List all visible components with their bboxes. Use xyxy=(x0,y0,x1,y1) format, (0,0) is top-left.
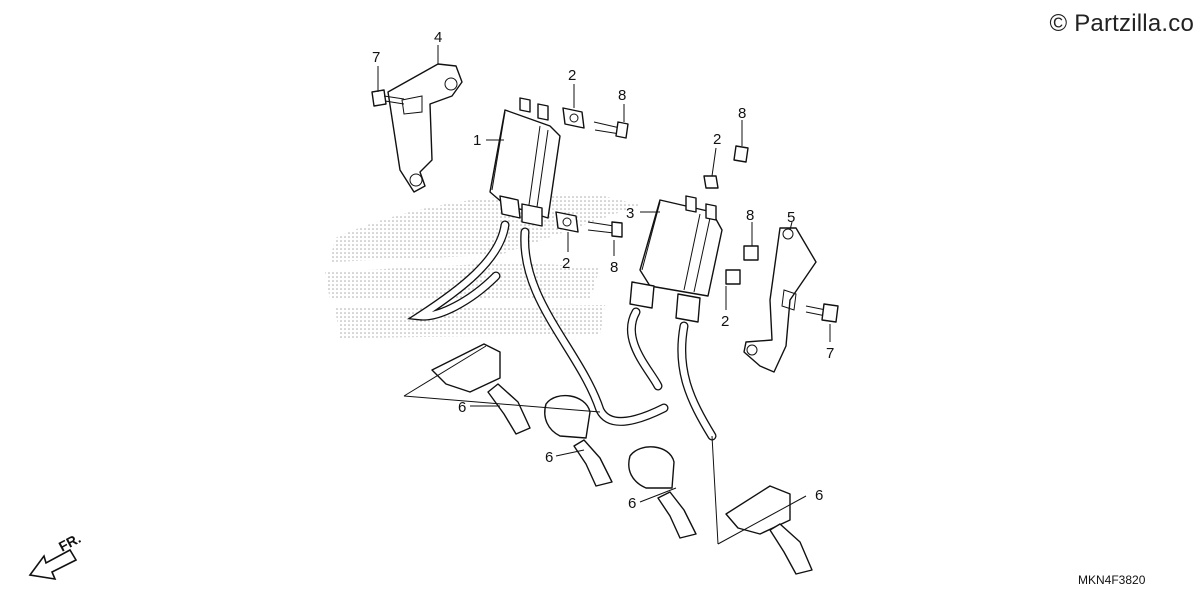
front-direction-marker: FR. xyxy=(28,530,83,581)
ignition-coil-part-3[interactable] xyxy=(629,195,723,323)
callout-6: 6 xyxy=(545,449,553,466)
screw-part-8-upper-right[interactable] xyxy=(733,145,749,163)
plug-cap-part-6-a[interactable] xyxy=(431,343,531,435)
screw-part-8-upper-left[interactable] xyxy=(593,121,629,139)
left-bracket-part-4[interactable] xyxy=(387,63,463,193)
callout-8: 8 xyxy=(610,259,618,276)
bolt-part-7-left[interactable] xyxy=(371,89,405,107)
callout-8: 8 xyxy=(618,87,626,104)
callout-labels: 1 2 2 2 2 3 4 5 6 6 6 6 7 7 8 8 8 8 xyxy=(372,29,834,512)
callout-6: 6 xyxy=(628,495,636,512)
callout-8: 8 xyxy=(746,207,754,224)
drawing-code: MKN4F3820 xyxy=(1078,573,1146,587)
callout-7: 7 xyxy=(372,49,380,66)
front-arrow-icon xyxy=(28,548,78,581)
plug-cap-part-6-b[interactable] xyxy=(544,394,613,487)
ignition-coil-part-1[interactable] xyxy=(489,97,561,227)
partzilla-watermark: © Partzilla.co xyxy=(1049,10,1194,37)
callout-2: 2 xyxy=(721,313,729,330)
leader-lines xyxy=(377,45,831,545)
front-label: FR. xyxy=(56,530,83,555)
clip-part-2-upper-left[interactable] xyxy=(562,107,585,129)
callout-2: 2 xyxy=(562,255,570,272)
callout-4: 4 xyxy=(434,29,442,46)
callout-2: 2 xyxy=(568,67,576,84)
plug-cap-part-6-c[interactable] xyxy=(628,446,697,539)
bolt-part-7-right[interactable] xyxy=(805,303,839,323)
callout-5: 5 xyxy=(787,209,795,226)
ignition-cables xyxy=(406,220,717,441)
callout-3: 3 xyxy=(626,205,634,222)
callout-2: 2 xyxy=(713,131,721,148)
right-bracket-part-5[interactable] xyxy=(743,227,817,373)
callout-6: 6 xyxy=(815,487,823,504)
callout-1: 1 xyxy=(473,132,481,149)
washer-part-2-upper-right[interactable] xyxy=(703,175,719,189)
callout-6: 6 xyxy=(458,399,466,416)
washer-part-2-lower-right[interactable] xyxy=(725,269,741,285)
clip-part-2-lower-left[interactable] xyxy=(555,211,579,233)
screw-part-8-mid-right[interactable] xyxy=(743,245,759,261)
screw-part-8-lower-left[interactable] xyxy=(587,221,623,238)
callout-8: 8 xyxy=(738,105,746,122)
callout-7: 7 xyxy=(826,345,834,362)
plug-cap-part-6-d[interactable] xyxy=(725,485,813,575)
